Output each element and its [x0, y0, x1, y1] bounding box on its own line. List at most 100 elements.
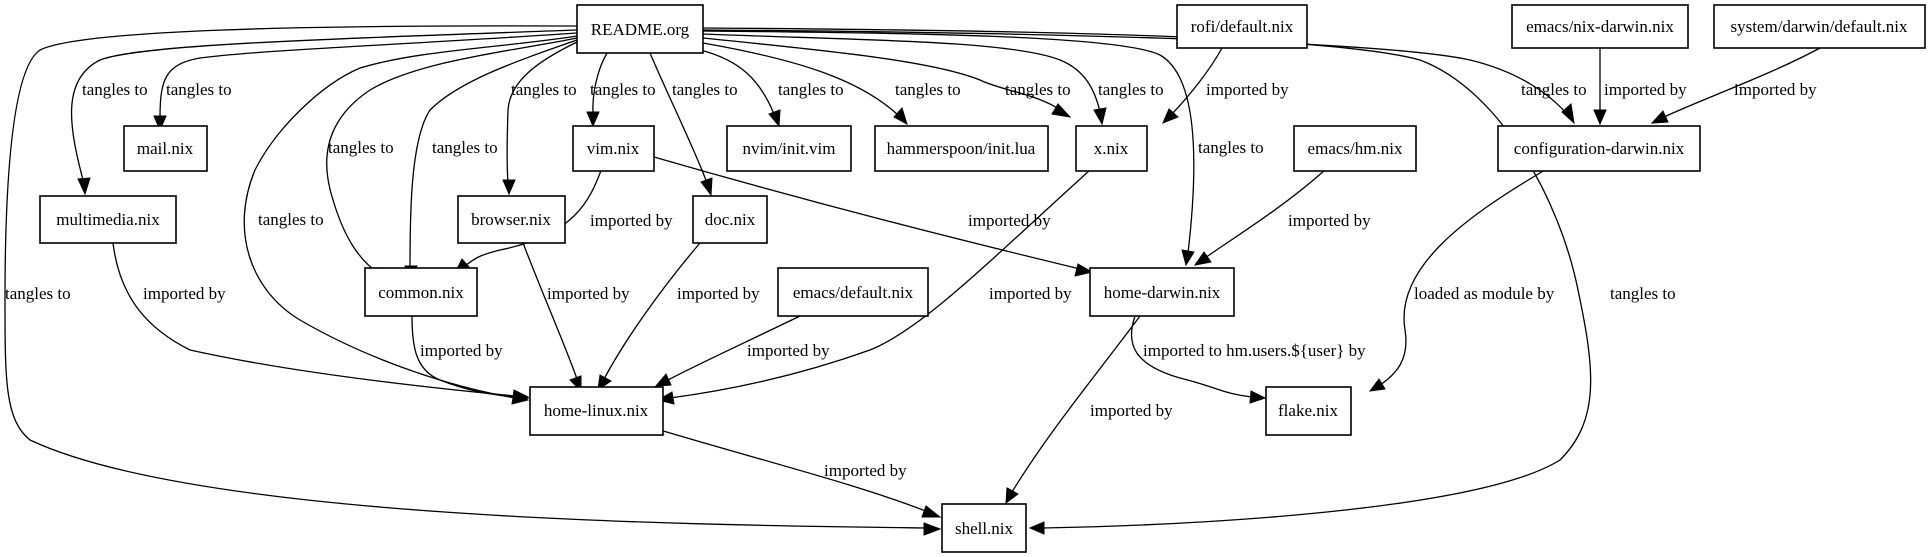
node-browser: browser.nix	[457, 195, 566, 244]
svg-text:mail.nix: mail.nix	[137, 139, 194, 158]
svg-text:x.nix: x.nix	[1094, 139, 1129, 158]
node-common: common.nix	[364, 267, 478, 317]
edge-readme-shell-left: tangles to	[4, 25, 942, 536]
svg-text:imported by: imported by	[1734, 80, 1817, 99]
edge-home-darwin-shell: imported by	[1005, 315, 1173, 505]
node-multimedia: multimedia.nix	[39, 195, 177, 244]
svg-text:vim.nix: vim.nix	[587, 139, 640, 158]
svg-text:tangles to: tangles to	[5, 284, 71, 303]
edge-rofi-x: imported by	[1162, 47, 1289, 124]
svg-text:tangles to: tangles to	[511, 80, 577, 99]
node-emacs-nix-darwin: emacs/nix-darwin.nix	[1511, 4, 1689, 49]
node-emacs-hm: emacs/hm.nix	[1293, 125, 1417, 172]
svg-text:tangles to: tangles to	[432, 138, 498, 157]
svg-text:imported by: imported by	[547, 284, 630, 303]
edge-home-linux-shell: imported by	[659, 429, 942, 518]
svg-text:tangles to: tangles to	[82, 80, 148, 99]
node-rofi-default: rofi/default.nix	[1176, 4, 1308, 49]
svg-text:flake.nix: flake.nix	[1278, 401, 1338, 420]
edge-readme-doc: tangles to	[649, 52, 738, 197]
svg-text:loaded as module by: loaded as module by	[1414, 284, 1555, 303]
edge-readme-shell-right: tangles to	[702, 27, 1676, 535]
edge-readme-home-darwin: tangles to	[702, 30, 1264, 267]
node-home-linux: home-linux.nix	[529, 386, 664, 436]
node-emacs-default: emacs/default.nix	[777, 267, 929, 317]
edge-readme-x-2: tangles to	[702, 33, 1164, 126]
svg-text:README.org: README.org	[591, 20, 690, 39]
edge-browser-home-linux: imported by	[522, 242, 630, 393]
svg-text:imported by: imported by	[1206, 80, 1289, 99]
edge-doc-home-linux: imported by	[597, 242, 760, 392]
svg-text:imported by: imported by	[968, 211, 1051, 230]
svg-text:tangles to: tangles to	[1005, 80, 1071, 99]
svg-text:imported by: imported by	[590, 211, 673, 230]
node-flake: flake.nix	[1265, 386, 1352, 436]
svg-text:imported by: imported by	[824, 461, 907, 480]
node-vim: vim.nix	[572, 125, 655, 172]
svg-text:tangles to: tangles to	[1521, 80, 1587, 99]
svg-text:hammerspoon/init.lua: hammerspoon/init.lua	[887, 139, 1036, 158]
svg-text:home-linux.nix: home-linux.nix	[544, 401, 649, 420]
node-readme: README.org	[576, 4, 704, 54]
edge-sysdarwin-config: imported by	[1650, 47, 1821, 124]
node-doc: doc.nix	[692, 195, 768, 244]
svg-text:nvim/init.vim: nvim/init.vim	[742, 139, 835, 158]
svg-text:tangles to: tangles to	[778, 80, 844, 99]
node-system-darwin-default: system/darwin/default.nix	[1713, 4, 1926, 49]
edge-readme-hammer: tangles to	[702, 42, 961, 126]
edge-readme-vim: tangles to	[586, 52, 656, 128]
svg-text:imported by: imported by	[1604, 80, 1687, 99]
svg-text:doc.nix: doc.nix	[705, 210, 756, 229]
svg-text:tangles to: tangles to	[1198, 138, 1264, 157]
svg-text:home-darwin.nix: home-darwin.nix	[1104, 283, 1221, 302]
svg-text:emacs/default.nix: emacs/default.nix	[793, 283, 914, 302]
node-hammerspoon-init: hammerspoon/init.lua	[874, 125, 1049, 172]
edge-config-darwin-flake: loaded as module by	[1368, 169, 1555, 392]
svg-text:tangles to: tangles to	[672, 80, 738, 99]
svg-text:system/darwin/default.nix: system/darwin/default.nix	[1730, 17, 1908, 36]
svg-text:imported to hm.users.${user} b: imported to hm.users.${user} by	[1143, 341, 1366, 360]
svg-text:tangles to: tangles to	[1098, 80, 1164, 99]
svg-text:shell.nix: shell.nix	[955, 519, 1014, 538]
svg-text:multimedia.nix: multimedia.nix	[56, 210, 160, 229]
node-configuration-darwin: configuration-darwin.nix	[1497, 125, 1701, 172]
svg-text:tangles to: tangles to	[895, 80, 961, 99]
node-x: x.nix	[1075, 125, 1148, 172]
edge-emacs-hm-home-darwin: imported by	[1193, 169, 1371, 266]
svg-text:emacs/hm.nix: emacs/hm.nix	[1308, 139, 1403, 158]
svg-text:configuration-darwin.nix: configuration-darwin.nix	[1514, 139, 1685, 158]
svg-text:tangles to: tangles to	[328, 138, 394, 157]
svg-text:imported by: imported by	[677, 284, 760, 303]
edge-x-home-linux: imported by	[656, 169, 1091, 405]
svg-text:common.nix: common.nix	[378, 283, 464, 302]
edge-readme-common-2: tangles to	[404, 39, 578, 282]
svg-text:imported by: imported by	[1090, 401, 1173, 420]
svg-text:browser.nix: browser.nix	[471, 210, 551, 229]
node-nvim-init: nvim/init.vim	[726, 125, 852, 172]
edge-emacs-darwin-config: imported by	[1593, 48, 1687, 126]
edge-home-darwin-flake: imported to hm.users.${user} by	[1130, 315, 1366, 404]
svg-text:rofi/default.nix: rofi/default.nix	[1191, 17, 1294, 36]
edge-readme-nvim: tangles to	[699, 49, 844, 128]
svg-text:tangles to: tangles to	[590, 80, 656, 99]
edge-readme-mail: tangles to	[153, 32, 578, 132]
svg-text:imported by: imported by	[989, 284, 1072, 303]
edge-readme-browser: tangles to	[502, 41, 578, 196]
node-shell: shell.nix	[941, 503, 1027, 553]
svg-text:imported by: imported by	[1288, 211, 1371, 230]
svg-text:imported by: imported by	[420, 341, 503, 360]
edge-emacs-default-home-linux: imported by	[654, 315, 830, 387]
svg-text:tangles to: tangles to	[1610, 284, 1676, 303]
svg-text:imported by: imported by	[143, 284, 226, 303]
edge-common-home-linux: imported by	[411, 315, 530, 404]
edge-readme-config-darwin: tangles to	[702, 29, 1587, 125]
edge-readme-x-1: tangles to	[702, 37, 1072, 118]
svg-text:tangles to: tangles to	[166, 80, 232, 99]
svg-text:emacs/nix-darwin.nix: emacs/nix-darwin.nix	[1526, 17, 1674, 36]
node-mail: mail.nix	[123, 125, 208, 172]
edge-readme-multimedia: tangles to	[70, 29, 578, 196]
svg-text:tangles to: tangles to	[258, 210, 324, 229]
node-home-darwin: home-darwin.nix	[1089, 267, 1235, 317]
svg-text:imported by: imported by	[747, 341, 830, 360]
